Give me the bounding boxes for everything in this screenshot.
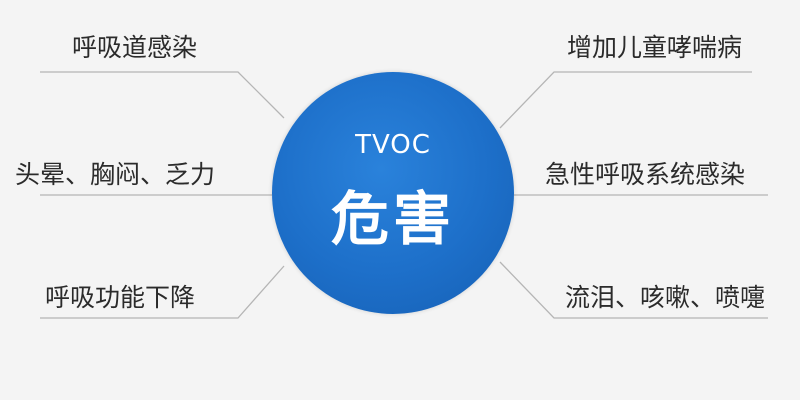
- hazard-label-respiratory-decline: 呼吸功能下降: [45, 283, 196, 312]
- hazard-label-dizziness: 头晕、胸闷、乏力: [15, 160, 216, 189]
- hazard-label-acute-infection: 急性呼吸系统感染: [545, 160, 746, 189]
- center-circle: TVOC 危害: [272, 72, 514, 314]
- hazard-label-child-asthma: 增加儿童哮喘病: [567, 33, 743, 62]
- center-title: 危害: [330, 185, 455, 253]
- connector-upper-right: [499, 71, 752, 129]
- connector-lower-left: [40, 265, 285, 319]
- connector-upper-left: [40, 71, 285, 119]
- connector-lower-right: [499, 261, 768, 319]
- center-subtitle: TVOC: [355, 130, 431, 160]
- hazard-label-respiratory-infection: 呼吸道感染: [72, 33, 198, 62]
- hazard-label-tears-cough: 流泪、咳嗽、喷嚏: [565, 283, 766, 312]
